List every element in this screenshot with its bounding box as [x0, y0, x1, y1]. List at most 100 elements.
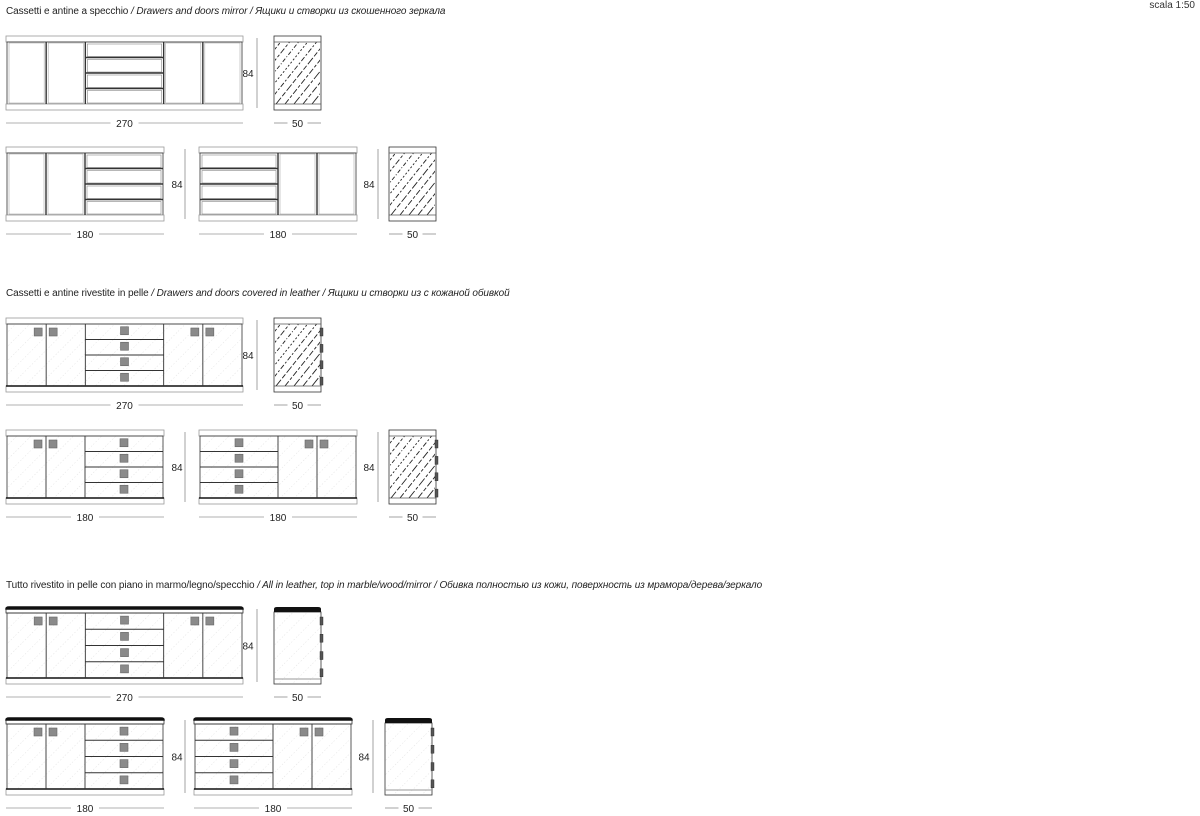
- drawer-front: [201, 201, 277, 215]
- cabinet-base: [5, 788, 165, 796]
- marble-top: [193, 717, 353, 721]
- handle-icon: [33, 616, 43, 626]
- handle-icon: [119, 775, 129, 785]
- cabinet-side-view: 84 50: [242, 317, 324, 412]
- handle-icon: [430, 745, 435, 754]
- handle-icon: [119, 484, 129, 494]
- cabinet-front-view: 270: [5, 35, 244, 130]
- handle-icon: [319, 439, 329, 449]
- heading-russian: Ящики и створки из скошенного зеркала: [255, 6, 446, 17]
- cabinet-base: [198, 214, 358, 222]
- handle-icon: [434, 488, 439, 498]
- cabinet-base: [5, 677, 244, 685]
- cabinet-side-view: 84 50: [363, 429, 439, 524]
- drawer-front: [87, 43, 162, 57]
- drawer-front: [86, 170, 162, 184]
- handle-icon: [304, 439, 314, 449]
- dimension-label: 180: [270, 513, 287, 524]
- section-heading-all-leather: Tutto rivestito in pelle con piano in ma…: [6, 580, 763, 591]
- handle-icon: [119, 759, 129, 768]
- door-panel: [8, 153, 45, 215]
- scale-label: scala 1:50: [1149, 0, 1195, 11]
- door-panel: [279, 153, 316, 215]
- handle-icon: [229, 726, 239, 736]
- heading-english: All in leather, top in marble/wood/mirro…: [262, 580, 432, 591]
- door-panel: [47, 42, 84, 104]
- drawer-front: [87, 74, 162, 88]
- handle-icon: [319, 651, 324, 660]
- handle-icon: [119, 453, 129, 463]
- cabinet-top: [5, 317, 244, 325]
- drawer-front: [201, 185, 277, 199]
- cabinet-top: [198, 429, 358, 437]
- marble-top: [5, 717, 165, 721]
- dimension-label: 180: [77, 804, 94, 815]
- door-panel: [165, 42, 202, 104]
- dimension-label: 84: [171, 180, 183, 191]
- handle-icon: [229, 759, 239, 768]
- handle-icon: [319, 344, 324, 353]
- drawer-front: [86, 201, 162, 215]
- handle-icon: [234, 453, 244, 463]
- dimension-label: 50: [407, 513, 419, 524]
- dimension-label: 270: [116, 119, 133, 130]
- handle-icon: [319, 327, 324, 337]
- drawer-front: [201, 154, 277, 168]
- handle-icon: [434, 439, 439, 449]
- cabinet-side-view: 84 50: [363, 146, 437, 241]
- handle-icon: [229, 743, 239, 752]
- heading-italian: Cassetti e antine a specchio: [6, 6, 129, 17]
- dimension-label: 84: [242, 642, 254, 653]
- dimension-label: 270: [116, 693, 133, 704]
- heading-english: Drawers and doors covered in leather: [156, 288, 320, 299]
- cabinet-front-view: 270: [5, 317, 244, 412]
- handle-icon: [120, 632, 129, 641]
- marble-top: [5, 606, 244, 610]
- marble-top: [385, 718, 432, 723]
- handle-icon: [430, 762, 435, 771]
- dimension-label: 84: [363, 180, 375, 191]
- cabinet-base: [198, 497, 358, 505]
- section-heading-leather: Cassetti e antine rivestite in pelle / D…: [6, 288, 510, 299]
- handle-icon: [190, 616, 200, 626]
- cabinet-base: [5, 103, 244, 111]
- cabinet-top: [198, 146, 358, 154]
- handle-icon: [430, 727, 435, 737]
- cabinet-front-view: 180: [5, 717, 165, 815]
- dimension-label: 84: [242, 351, 254, 362]
- dimension-label: 50: [292, 401, 304, 412]
- handle-icon: [234, 484, 244, 494]
- heading-russian: Обивка полностью из кожи, поверхность из…: [439, 580, 763, 591]
- marble-top: [274, 607, 321, 612]
- handle-icon: [319, 360, 324, 369]
- cabinet-base: [5, 385, 244, 393]
- cabinet-top: [5, 35, 244, 43]
- drawer-front: [86, 185, 162, 199]
- dimension-label: 50: [292, 119, 304, 130]
- handle-icon: [120, 615, 129, 625]
- handle-icon: [33, 327, 43, 337]
- handle-icon: [205, 616, 215, 626]
- handle-icon: [229, 775, 239, 785]
- drawer-front: [87, 90, 162, 104]
- cabinet-front-view: 180: [193, 717, 353, 815]
- drawer-front: [201, 170, 277, 184]
- handle-icon: [190, 327, 200, 337]
- handle-icon: [48, 327, 58, 337]
- dimension-label: 84: [363, 463, 375, 474]
- handle-icon: [120, 372, 129, 382]
- dimension-label: 84: [242, 69, 254, 80]
- cabinet-front-view: 270: [5, 606, 244, 704]
- handle-icon: [119, 438, 129, 448]
- drawer-front: [86, 154, 162, 168]
- door-panel: [318, 153, 355, 215]
- drawer-front: [87, 59, 162, 73]
- handle-icon: [119, 726, 129, 736]
- handle-icon: [319, 634, 324, 643]
- dimension-label: 50: [403, 804, 415, 815]
- handle-icon: [120, 357, 129, 367]
- dimension-label: 84: [171, 753, 183, 764]
- dimension-label: 50: [407, 230, 419, 241]
